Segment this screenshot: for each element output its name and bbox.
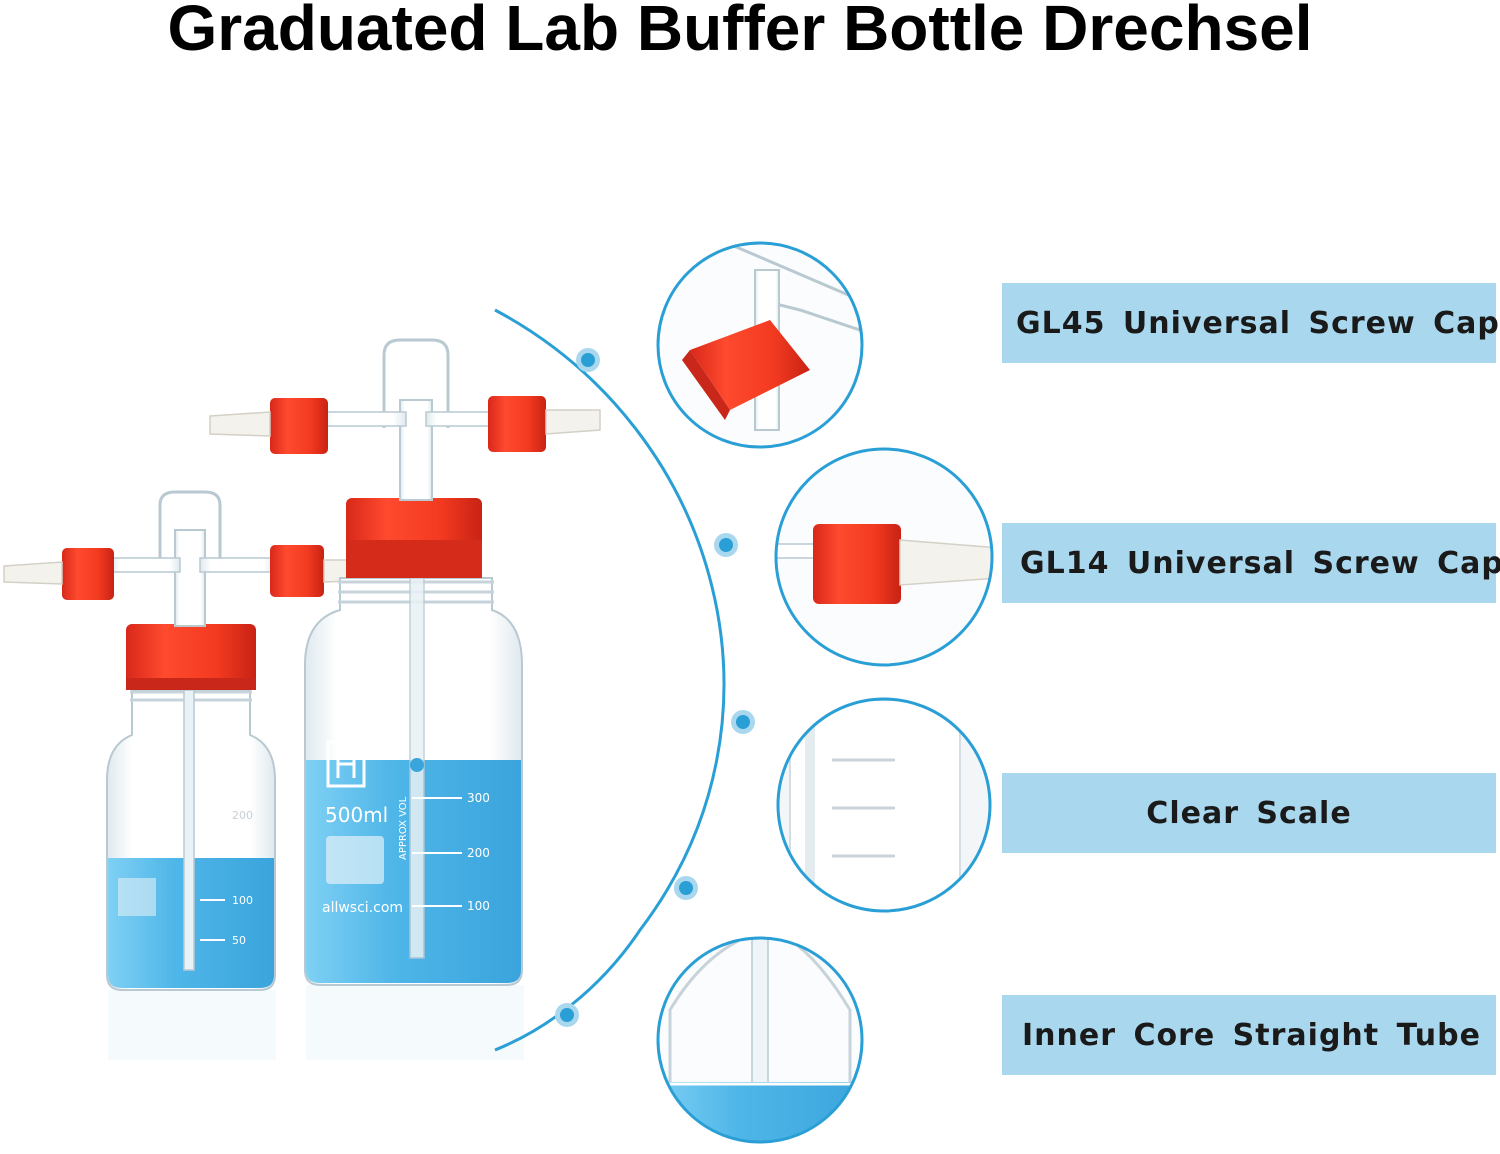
feature-label-clear-scale: Clear Scale: [1002, 773, 1496, 853]
screw-cap-icon: [656, 241, 864, 449]
feature-label-text: Clear Scale: [1146, 795, 1352, 831]
large-tick-label: 300: [467, 791, 490, 805]
feature-label-gl45-cap: GL45 Universal Screw Cap: [1002, 283, 1499, 363]
feature-label-text: GL14 Universal Screw Cap: [1020, 545, 1500, 581]
arc-dots: [555, 348, 755, 1027]
feature-label-text: GL45 Universal Screw Cap: [1016, 305, 1500, 341]
feature-label-text: Inner Core Straight Tube: [1022, 1017, 1481, 1053]
small-gas-washing-bottle: 200 100 50: [3, 490, 379, 1060]
website-label: allwsci.com: [322, 900, 403, 916]
large-tick-label: 200: [467, 846, 490, 860]
feature-label-gl14-cap: GL14 Universal Screw Cap: [1002, 523, 1500, 603]
small-tick-label: 100: [232, 894, 253, 907]
hose-connector-icon: [774, 447, 994, 667]
scale-icon: [776, 697, 992, 913]
straight-tube-icon: [656, 936, 864, 1144]
feature-label-straight-tube: Inner Core Straight Tube: [1002, 995, 1496, 1075]
page-title: Graduated Lab Buffer Bottle Drechsel: [167, 0, 1313, 64]
scale-text: APPROX VOL: [398, 796, 409, 860]
small-tick-label: 50: [232, 934, 246, 947]
large-gas-washing-bottle: 500ml allwsci.com APPROX VOL 300 200 100: [209, 338, 601, 1060]
brand-logo: [326, 740, 366, 788]
small-tick-label: 200: [232, 809, 253, 822]
volume-label: 500ml: [325, 803, 388, 827]
large-tick-label: 100: [467, 899, 490, 913]
